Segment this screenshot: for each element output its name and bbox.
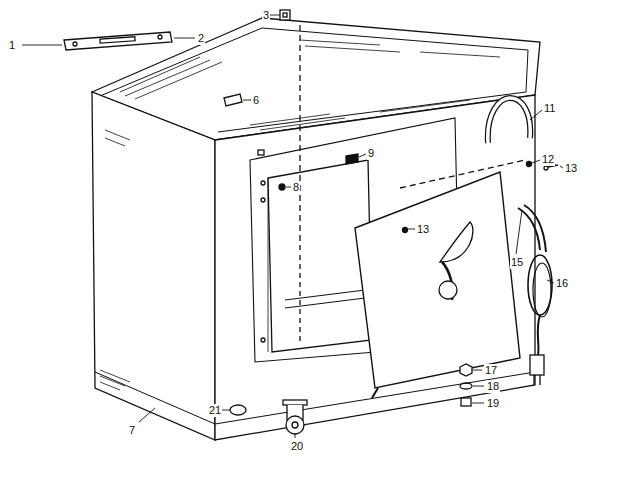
callout-number: 1 <box>8 39 16 52</box>
callout-number: 9 <box>367 147 375 160</box>
callout-number: 2 <box>197 32 205 45</box>
callout-number: 7 <box>128 424 136 437</box>
callout-number: 12 <box>541 153 555 166</box>
callout-number: 8 <box>292 181 300 194</box>
callout-number: 18 <box>486 380 500 393</box>
callout-number: 6 <box>252 94 260 107</box>
callout-number: 15 <box>510 256 524 269</box>
callout-number: 16 <box>555 277 569 290</box>
callout-number: 21 <box>208 404 222 417</box>
callout-number: 13 <box>416 223 430 236</box>
callout-number: 13 <box>564 162 578 175</box>
callout-number: 11 <box>543 102 556 115</box>
callout-number: 3 <box>262 9 270 22</box>
callout-number: 17 <box>484 364 498 377</box>
callout-number: 20 <box>290 440 304 453</box>
callout-number: 19 <box>486 397 500 410</box>
